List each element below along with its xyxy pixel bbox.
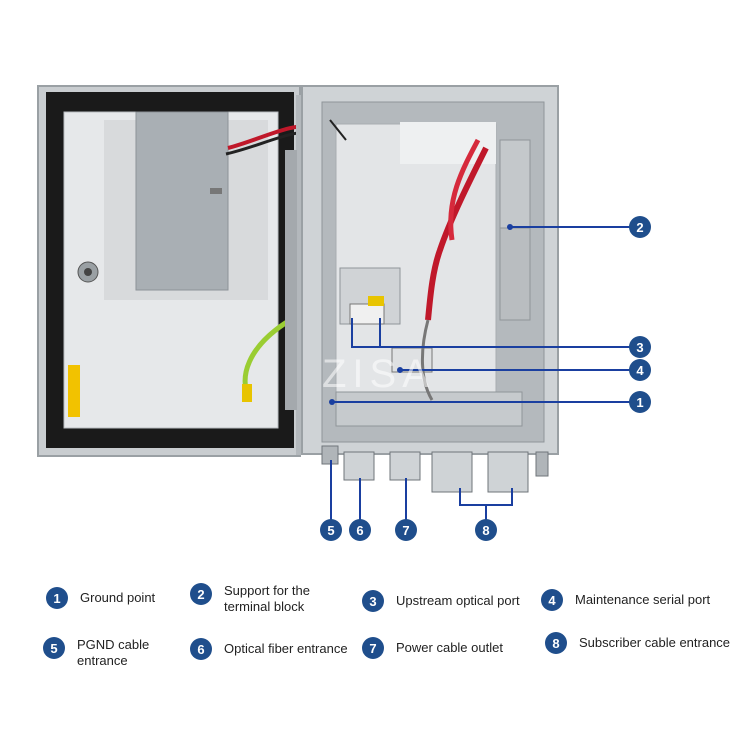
enclosure-door	[37, 85, 361, 457]
callout-4: 4	[629, 359, 651, 381]
leader-dots	[329, 224, 513, 405]
svg-text:1: 1	[636, 395, 643, 410]
callout-5: 5	[320, 519, 342, 541]
legend-label: Support for the terminal block	[224, 583, 310, 614]
svg-text:6: 6	[356, 523, 363, 538]
legend-badge: 8	[545, 632, 567, 654]
leader-lines	[330, 226, 630, 520]
legend-label: Upstream optical port	[396, 593, 520, 608]
svg-text:7: 7	[402, 523, 409, 538]
legend-label: Ground point	[80, 590, 156, 605]
callout-2: 2	[629, 216, 651, 238]
legend-item-1: 1 Ground point	[46, 587, 155, 609]
svg-text:2: 2	[636, 220, 643, 235]
legend-label: Subscriber cable entrance	[579, 635, 731, 650]
door-hinges	[285, 95, 304, 455]
legend-label: PGND cable entrance	[77, 637, 150, 668]
legend-item-2: 2 Support for the terminal block	[190, 583, 310, 615]
svg-text:4: 4	[636, 363, 644, 378]
legend-label: Maintenance serial port	[575, 592, 711, 607]
callout-7: 7	[395, 519, 417, 541]
legend-item-7: 7 Power cable outlet	[362, 637, 503, 659]
legend-badge: 1	[46, 587, 68, 609]
watermark-text: ZISA	[322, 352, 435, 396]
legend-badge: 4	[541, 589, 563, 611]
enclosure-cabinet	[301, 85, 559, 455]
legend-badge: 6	[190, 638, 212, 660]
callout-8: 8	[475, 519, 497, 541]
legend-item-8: 8 Subscriber cable entrance	[545, 632, 730, 654]
legend-item-6: 6 Optical fiber entrance	[190, 638, 348, 660]
svg-text:8: 8	[482, 523, 489, 538]
legend-label: Power cable outlet	[396, 640, 503, 655]
legend-item-3: 3 Upstream optical port	[362, 590, 520, 612]
legend-label: Optical fiber entrance	[224, 641, 348, 656]
svg-text:5: 5	[327, 523, 334, 538]
legend-badge: 5	[43, 637, 65, 659]
legend-badge: 3	[362, 590, 384, 612]
callout-1: 1	[629, 391, 651, 413]
svg-text:3: 3	[636, 340, 643, 355]
callout-6: 6	[349, 519, 371, 541]
cable-glands	[321, 445, 549, 493]
legend-item-5: 5 PGND cable entrance	[43, 637, 149, 669]
legend-item-4: 4 Maintenance serial port	[541, 589, 710, 611]
callout-3: 3	[629, 336, 651, 358]
legend-badge: 7	[362, 637, 384, 659]
legend-badge: 2	[190, 583, 212, 605]
